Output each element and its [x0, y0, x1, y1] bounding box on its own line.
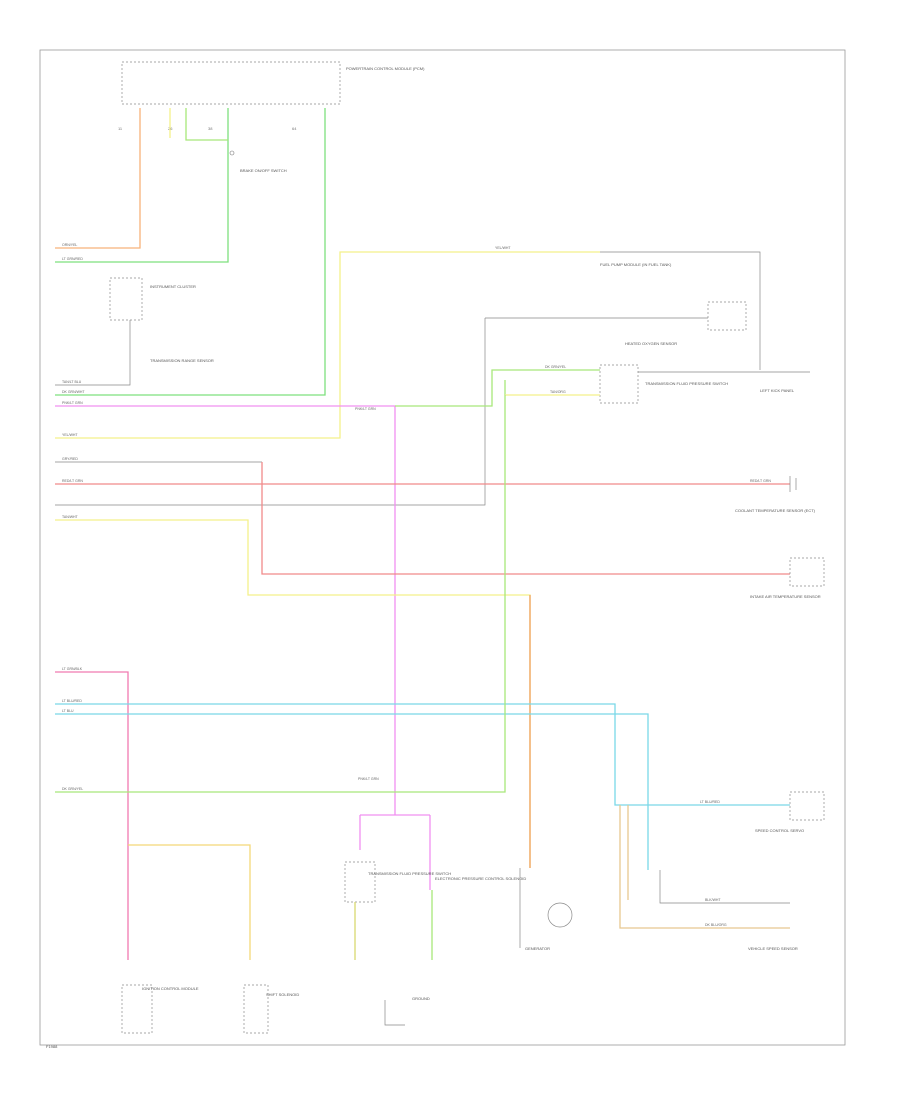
instrument-cluster-label: INSTRUMENT CLUSTER	[150, 284, 196, 289]
brake-switch-contact	[229, 150, 235, 156]
ignition-module-label-2: SHIFT SOLENOID	[266, 992, 299, 997]
wire-label-yel-wht: YEL/WHT	[62, 433, 78, 437]
brake-switch-label: BRAKE ON/OFF SWITCH	[240, 168, 287, 173]
diagram-frame	[39, 49, 846, 1046]
vss-label: VEHICLE SPEED SENSOR	[748, 946, 798, 951]
wire-dk-blu-org	[619, 805, 790, 929]
wire-label-lt-blu-red: LT BLU/RED	[62, 699, 82, 703]
wire-label-pnk-mid: PNK/LT GRN	[355, 407, 376, 411]
epc-label: ELECTRONIC PRESSURE CONTROL SOLENOID	[435, 876, 526, 881]
wire-lt-blu-red	[55, 703, 790, 806]
wire-label-fuel: YEL/WHT	[495, 246, 511, 250]
speed-control-block	[789, 791, 825, 821]
pcm-pin-3: 38	[208, 126, 213, 131]
wire-label-red-lt-grn: RED/LT GRN	[62, 479, 83, 483]
iat-label: INTAKE AIR TEMPERATURE SENSOR	[750, 594, 821, 599]
ground-label: GROUND	[412, 996, 430, 1001]
wire-iat-signal	[261, 462, 790, 575]
wire-label-lt-blu: LT BLU	[62, 709, 74, 713]
wire-pnk-lt-grn	[55, 405, 396, 815]
wire-magenta-branch	[359, 814, 431, 890]
iat-sensor-block	[789, 557, 825, 587]
ect-label: COOLANT TEMPERATURE SENSOR (ECT)	[735, 508, 816, 513]
wire-label-tan-org: TAN/ORG	[550, 390, 566, 394]
wire-label-dk-blu-org: DK BLU/ORG	[705, 923, 727, 927]
hego-sensor-block	[707, 301, 747, 331]
wire-label-lt-grn-blk: LT GRN/BLK	[62, 667, 83, 671]
wire-orn-yel	[55, 108, 141, 249]
wire-green-jumper	[185, 108, 228, 141]
wire-pink-ignition	[55, 671, 129, 960]
generator-label: GENERATOR	[525, 946, 550, 951]
tfp-switch-block	[344, 861, 376, 903]
pcm-pin-1: 11	[118, 126, 123, 131]
generator-symbol	[547, 902, 573, 928]
wire-label-tan-lt-blu: TAN/LT BLU	[62, 380, 82, 384]
pcm-block	[121, 61, 341, 105]
instrument-cluster-block	[109, 277, 143, 321]
wire-hego-return	[55, 318, 486, 506]
trs-label: TRANSMISSION RANGE SENSOR	[150, 358, 214, 363]
wire-label-gry-red: GRY/RED	[62, 457, 78, 461]
wire-blk-wht	[659, 870, 790, 904]
wire-label-dk-grn-yel: DK GRN/YEL	[545, 365, 566, 369]
wire-dk-grn-wht	[55, 108, 326, 396]
ignition-module-label-1: IGNITION CONTROL MODULE	[142, 986, 199, 991]
wire-fuel-ground	[600, 251, 761, 370]
wire-label-pnk-lower: PNK/LT GRN	[358, 777, 379, 781]
wire-label-orn-yel: ORN/YEL	[62, 243, 77, 247]
wire-ground-stub	[384, 1000, 405, 1026]
footer-code: F1988	[46, 1044, 58, 1049]
wire-green-bottom	[55, 395, 506, 793]
wire-label-blk-wht: BLK/WHT	[705, 898, 721, 902]
wire-label-lt-grn-red: LT GRN/RED	[62, 257, 83, 261]
wire-tan-wht	[55, 519, 531, 868]
ect-sensor-symbol	[789, 476, 797, 492]
trs-switch-label: TRANSMISSION FLUID PRESSURE SWITCH	[645, 381, 728, 386]
wire-label-pnk-lt-grn: PNK/LT GRN	[62, 401, 83, 405]
wire-yel-wht	[55, 251, 600, 439]
wire-label-dk-grn-wht: DK GRN/WHT	[62, 390, 85, 394]
hego-label: HEATED OXYGEN SENSOR	[625, 341, 677, 346]
tfp-label: TRANSMISSION FLUID PRESSURE SWITCH	[368, 871, 451, 876]
ignition-module-block-2	[243, 984, 269, 1034]
wire-lt-blu	[55, 713, 649, 870]
wire-lt-grn-red	[55, 108, 229, 263]
wire-label-speed-ctrl: LT BLU/RED	[700, 800, 720, 804]
wire-dk-grn-yel	[395, 369, 600, 407]
wire-label-tan-wht: TAN/WHT	[62, 515, 79, 519]
trs-switch-block	[599, 364, 639, 404]
fuel-pump-label: FUEL PUMP MODULE (IN FUEL TANK)	[600, 262, 672, 267]
speed-control-label: SPEED CONTROL SERVO	[755, 828, 804, 833]
pcm-label: POWERTRAIN CONTROL MODULE (PCM)	[346, 66, 425, 71]
wire-trs-signal	[55, 320, 131, 386]
wire-label-dk-grn-bottom: DK GRN/YEL	[62, 787, 83, 791]
left-kick-label: LEFT KICK PANEL	[760, 388, 795, 393]
ignition-module-block-1	[121, 984, 153, 1034]
pcm-pin-4: 64	[292, 126, 297, 131]
wire-yellow-ignition	[128, 844, 251, 960]
wire-label-ect: RED/LT GRN	[750, 479, 771, 483]
